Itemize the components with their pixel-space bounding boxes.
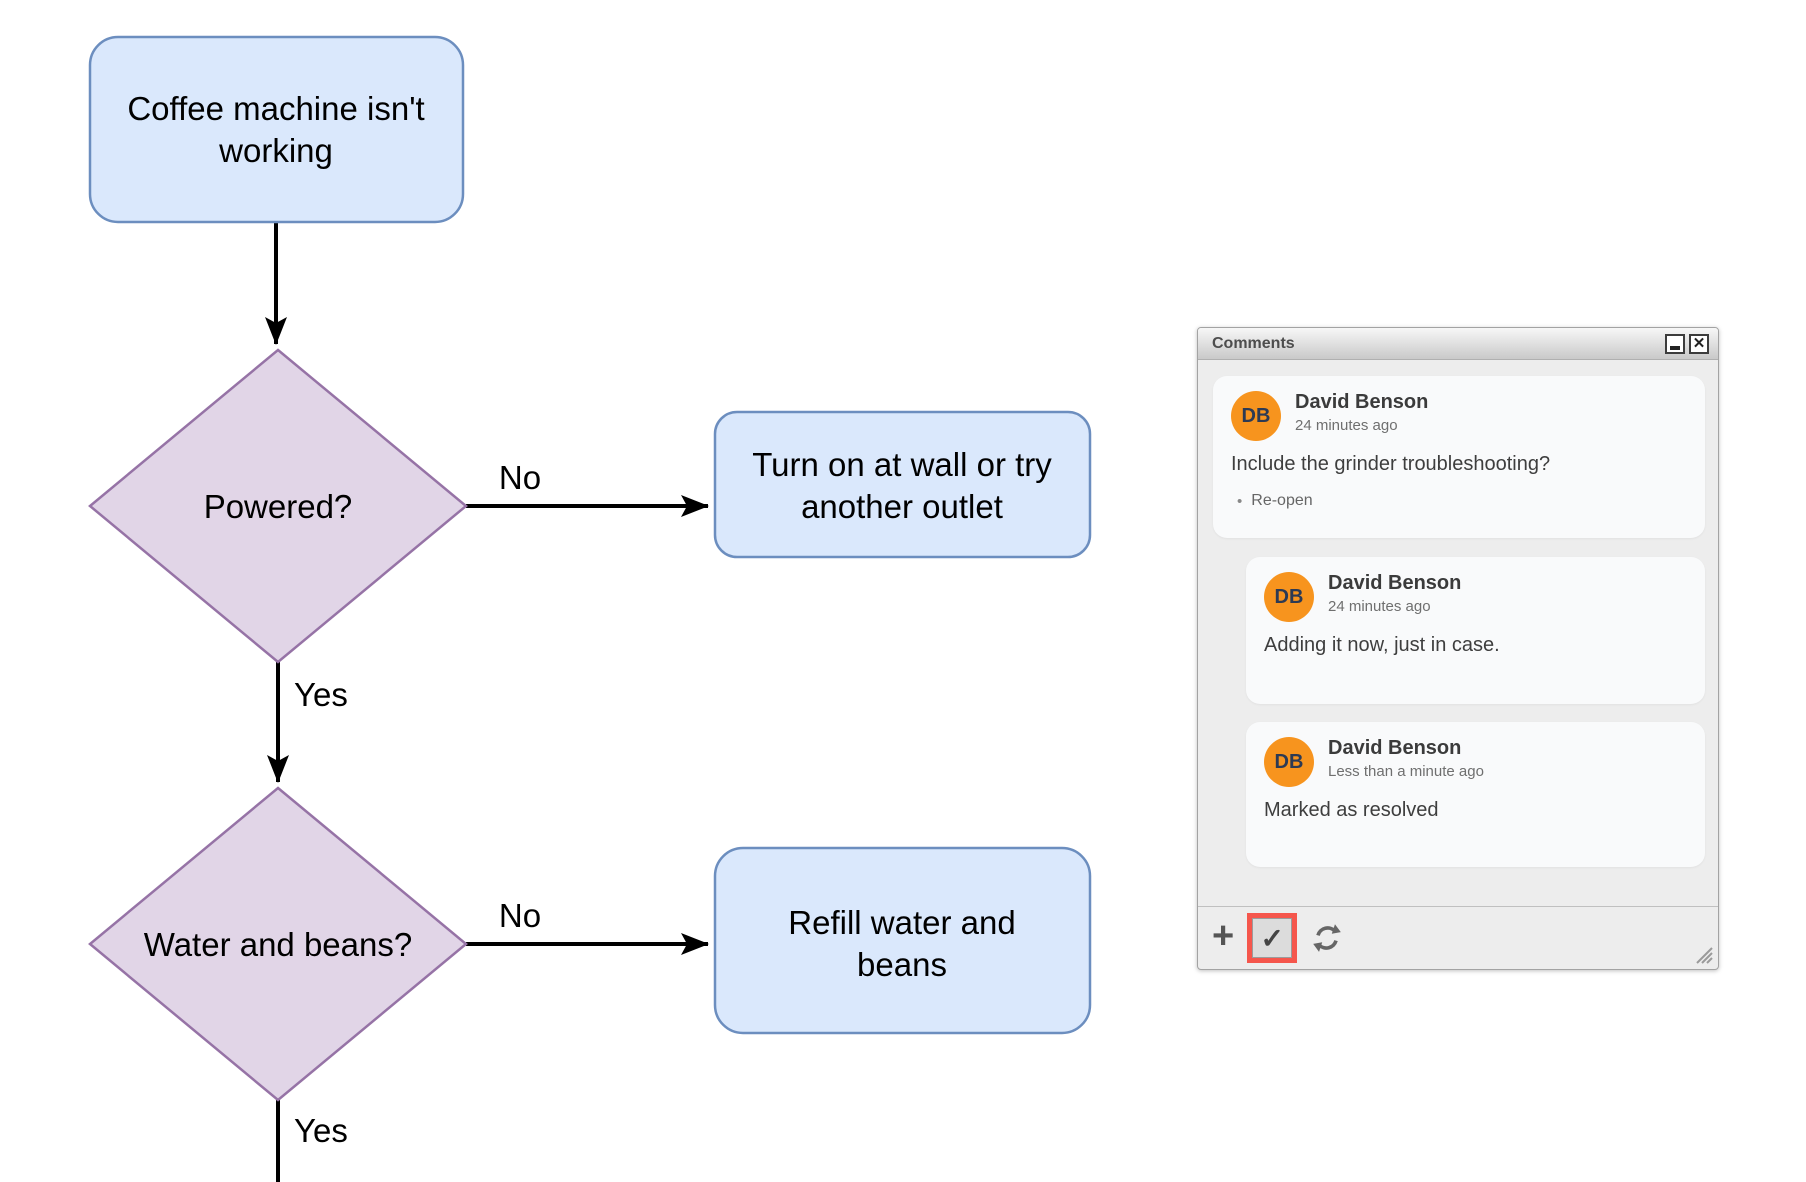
comment-text: Include the grinder troubleshooting? (1231, 453, 1551, 475)
node-start-label-line2: working (218, 132, 333, 169)
edge-label-water-yes: Yes (294, 1112, 348, 1149)
comment-timestamp: 24 minutes ago (1328, 598, 1431, 615)
comment-card: DB David Benson 24 minutes ago Adding it… (1246, 557, 1705, 704)
avatar: DB (1264, 572, 1314, 622)
add-comment-button[interactable]: + (1212, 915, 1235, 957)
reopen-link[interactable]: • Re-open (1237, 492, 1687, 510)
edge-label-powered-no: No (499, 459, 541, 496)
comment-card: DB David Benson 24 minutes ago Include t… (1213, 376, 1705, 538)
reopen-label: Re-open (1251, 492, 1313, 509)
comment-timestamp: Less than a minute ago (1328, 763, 1484, 780)
comment-author: David Benson (1328, 737, 1462, 759)
node-refill-label-line1: Refill water and (788, 904, 1015, 941)
node-start[interactable] (88, 35, 465, 224)
bullet-icon: • (1237, 492, 1243, 510)
refresh-button[interactable] (1310, 921, 1344, 955)
edge-label-powered-yes: Yes (294, 676, 348, 713)
comments-titlebar[interactable]: Comments ✕ (1198, 328, 1718, 360)
refresh-icon (1313, 924, 1342, 952)
minimize-button[interactable] (1665, 333, 1685, 354)
node-powered-decision[interactable] (88, 348, 468, 664)
avatar: DB (1231, 391, 1281, 441)
resize-grip-icon (1696, 947, 1713, 964)
edge-label-water-no: No (499, 897, 541, 934)
node-refill[interactable] (713, 846, 1092, 1035)
node-refill-label-line2: beans (857, 946, 947, 983)
comment-timestamp: 24 minutes ago (1295, 417, 1398, 434)
node-wall-outlet-label-line1: Turn on at wall or try (752, 446, 1052, 483)
node-wall-outlet-label-line2: another outlet (801, 488, 1003, 525)
comments-window: Comments ✕ DB David Benson 24 minutes ag… (1197, 327, 1719, 970)
comments-toolbar: + ✓ (1198, 906, 1718, 969)
highlight-box: ✓ (1247, 913, 1298, 963)
comment-text: Marked as resolved (1264, 799, 1439, 821)
close-button[interactable]: ✕ (1689, 333, 1709, 354)
node-powered-label: Powered? (204, 488, 353, 525)
node-water-beans-label: Water and beans? (144, 926, 412, 963)
comment-text: Adding it now, just in case. (1264, 634, 1500, 656)
minimize-icon (1670, 345, 1680, 350)
comment-author: David Benson (1295, 391, 1429, 413)
avatar: DB (1264, 737, 1314, 787)
resize-grip[interactable] (1691, 942, 1713, 964)
node-wall-outlet[interactable] (713, 410, 1092, 559)
node-water-beans-decision[interactable] (88, 786, 468, 1102)
comment-author: David Benson (1328, 572, 1462, 594)
comments-list: DB David Benson 24 minutes ago Include t… (1198, 360, 1718, 906)
resolve-button[interactable]: ✓ (1252, 918, 1293, 958)
comments-title: Comments (1212, 334, 1295, 352)
comment-card: DB David Benson Less than a minute ago M… (1246, 722, 1705, 867)
node-start-label-line1: Coffee machine isn't (127, 90, 424, 127)
